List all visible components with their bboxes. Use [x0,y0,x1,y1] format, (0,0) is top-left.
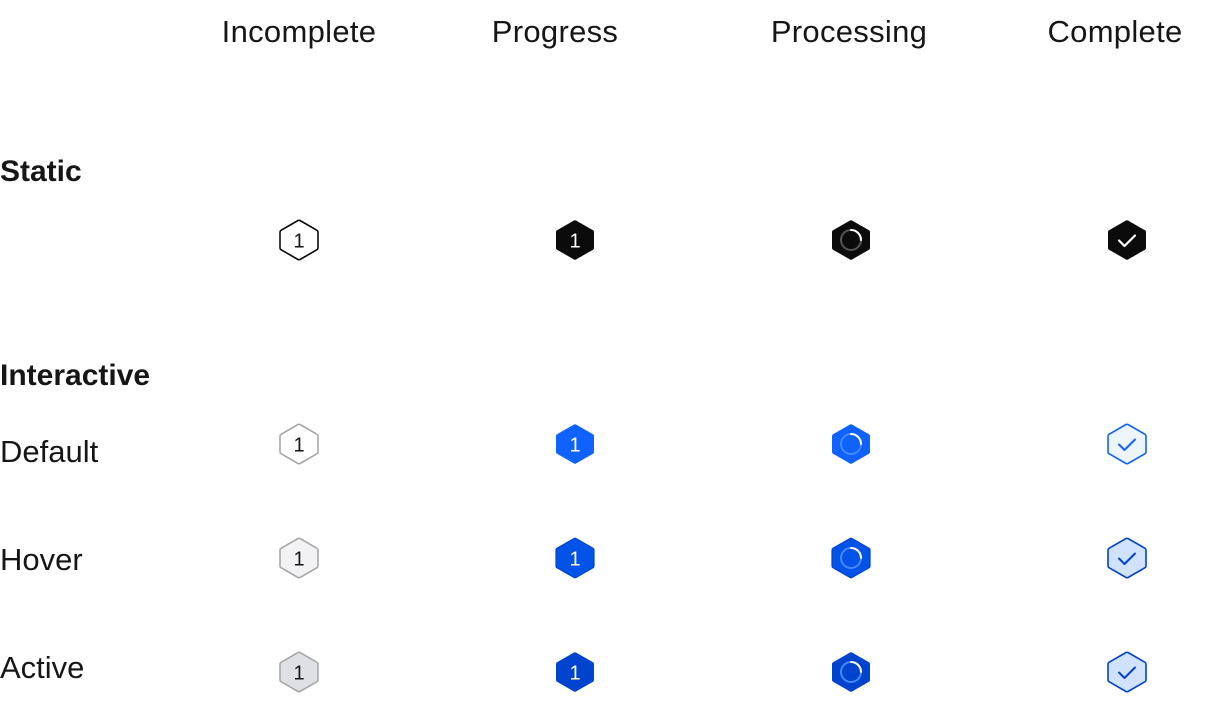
hexagon-icon: 1 [279,219,319,261]
default-progress-step-button[interactable]: 1 [551,420,599,468]
spinner-icon [832,652,870,692]
section-label-interactive: Interactive [0,359,151,392]
static-complete-step-icon [1103,216,1151,264]
svg-text:1: 1 [293,435,304,457]
static-incomplete-step-icon: 1 [275,216,323,264]
hexagon-icon: 1 [555,537,595,579]
checkmark-icon [1107,423,1147,465]
spinner-icon [831,537,871,579]
row-label-hover: Hover [0,542,83,577]
hover-complete-step-button[interactable] [1103,534,1151,582]
default-incomplete-step-button[interactable]: 1 [275,420,323,468]
svg-text:1: 1 [569,663,580,685]
hexagon-icon: 1 [279,537,319,579]
spinner-icon [832,424,870,464]
static-processing-step-icon [827,216,875,264]
row-label-default: Default [0,434,99,469]
hexagon-icon: 1 [556,424,594,464]
checkmark-icon [1108,220,1146,260]
hover-incomplete-step-button[interactable]: 1 [275,534,323,582]
row-label-active: Active [0,650,85,685]
svg-text:1: 1 [293,663,304,685]
svg-text:1: 1 [569,435,580,457]
column-header-incomplete: Incomplete [221,14,377,49]
spinner-icon [832,220,870,260]
hover-processing-step-button[interactable] [827,534,875,582]
svg-text:1: 1 [293,231,304,253]
hexagon-icon: 1 [279,651,319,693]
column-header-processing: Processing [770,14,928,49]
active-progress-step-button[interactable]: 1 [551,648,599,696]
hexagon-icon: 1 [556,652,594,692]
active-complete-step-button[interactable] [1103,648,1151,696]
section-label-static: Static [0,155,82,188]
hexagon-icon: 1 [279,423,319,465]
hover-progress-step-button[interactable]: 1 [551,534,599,582]
svg-text:1: 1 [569,549,580,571]
svg-text:1: 1 [569,231,580,253]
active-incomplete-step-button[interactable]: 1 [275,648,323,696]
hexagon-icon: 1 [556,220,594,260]
column-header-complete: Complete [1047,14,1183,49]
checkmark-icon [1107,537,1147,579]
static-progress-step-icon: 1 [551,216,599,264]
active-processing-step-button[interactable] [827,648,875,696]
default-processing-step-button[interactable] [827,420,875,468]
svg-text:1: 1 [293,549,304,571]
column-header-progress: Progress [491,14,619,49]
checkmark-icon [1107,651,1147,693]
default-complete-step-button[interactable] [1103,420,1151,468]
